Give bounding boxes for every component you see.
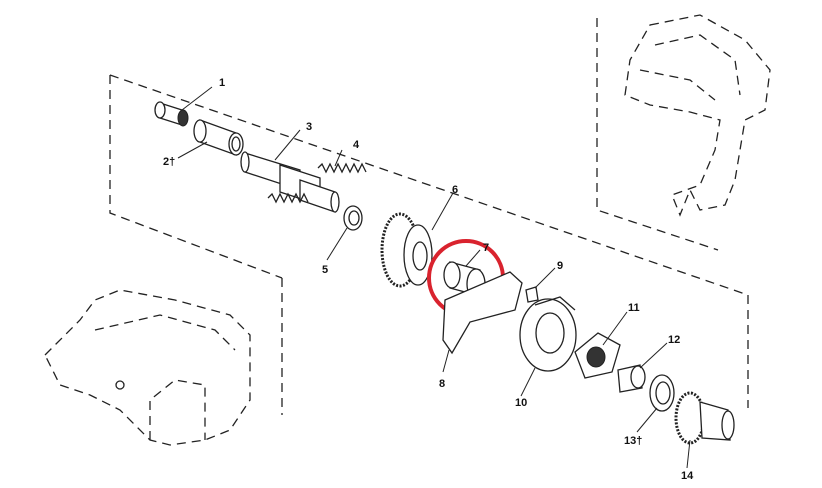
part-1-sleeve <box>154 101 189 127</box>
label-part-5: 5 <box>322 264 328 276</box>
label-part-12: 12 <box>668 334 680 346</box>
part-6-gear <box>380 212 433 288</box>
part-10-cam-plate <box>519 296 577 372</box>
part-9-pin <box>525 286 539 303</box>
part-11-coupling <box>574 332 621 379</box>
part-14-pulley <box>674 391 735 445</box>
label-part-9: 9 <box>557 260 563 272</box>
part-2-bushing <box>193 119 244 156</box>
label-part-13: 13† <box>624 435 642 447</box>
part-3-shaft <box>240 151 340 213</box>
part-4-springs <box>267 162 367 204</box>
label-part-6: 6 <box>452 184 458 196</box>
label-part-11: 11 <box>628 302 640 314</box>
label-part-1: 1 <box>219 77 225 89</box>
label-part-10: 10 <box>515 397 527 409</box>
part-13-ball-bearing <box>649 374 675 412</box>
label-part-8: 8 <box>439 378 445 390</box>
part-5-washer <box>343 205 363 231</box>
label-part-3: 3 <box>306 121 312 133</box>
part-12-collar <box>617 364 646 393</box>
assembly-boundary <box>109 18 749 415</box>
label-part-4: 4 <box>353 139 360 151</box>
label-part-7: 7 <box>483 242 489 254</box>
lower-housing-outline <box>44 289 251 446</box>
part-8-plate <box>442 271 523 355</box>
upper-housing-outline <box>624 14 771 217</box>
leader-lines <box>177 86 691 469</box>
label-part-14: 14 <box>681 470 694 482</box>
label-part-2: 2† <box>163 156 175 168</box>
